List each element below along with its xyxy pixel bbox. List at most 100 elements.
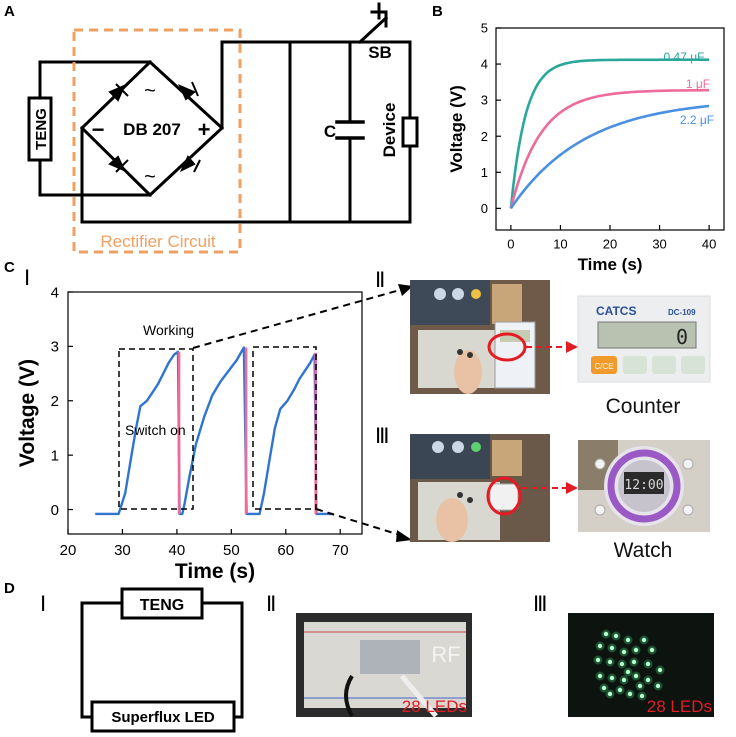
watch-caption: Watch [614,539,673,562]
calculator-model: DC-109 [668,308,696,317]
panel-label-b: B [432,3,443,20]
led-dot-25 [601,685,607,691]
series-line-2 [509,104,710,210]
bridge-plus: + [198,117,211,142]
zoom-arrow-top [192,289,401,349]
series-label-2: 2.2 μF [680,113,714,127]
led-dot-26 [637,683,643,689]
led-dot-14 [633,673,639,679]
led-dot-3 [633,647,639,653]
device-label: Device [380,103,399,158]
teng-source-box [27,96,53,162]
led-dot-1 [613,633,619,639]
y-tick-label: 2 [481,129,488,144]
panel-d-sub-iii: Ⅲ [533,593,547,616]
rectifier-label: Rectifier Circuit [100,232,216,251]
x-tick-label: 50 [223,542,240,559]
zoom-arrow-bottom [315,508,401,536]
switch-label: SB [368,43,392,62]
y-tick-label: 5 [481,21,488,36]
led-dot-15 [645,661,651,667]
d-teng-label: TENG [140,597,184,614]
panel-c-sub-ii: Ⅱ [375,269,385,292]
red-arrowhead-c-iii [566,482,578,494]
y-axis-label: Voltage (V) [447,85,466,173]
x-tick-label: 40 [702,236,716,251]
voltage-trace [95,346,333,516]
x-tick-label: 30 [114,542,131,559]
series-line-1 [509,88,710,209]
y-tick-label: 3 [481,93,488,108]
panel-label-a: A [4,3,15,20]
led-dot-18 [617,687,623,693]
led-dot-23 [641,637,647,643]
led-dot-13 [621,677,627,683]
led-dot-10 [631,659,637,665]
bridge-label: DB 207 [123,120,181,139]
highlight-circle-watch [486,476,522,516]
zoom-arrowhead-bottom [396,530,412,542]
photo-d-ii: RF 28 LEDs [296,613,472,718]
x-tick-label: 60 [277,542,294,559]
d-led-box [90,700,236,733]
panel-a-diodes [108,81,201,173]
led-dot-19 [627,691,633,697]
y-tick-label: 1 [51,447,59,464]
panel-c-sub-iii: Ⅲ [375,425,389,448]
x-tick-label: 30 [652,236,666,251]
zoom-arrowhead-top [398,284,413,296]
led-dot-8 [607,659,613,665]
plot-frame [67,291,363,535]
led-dot-9 [619,661,625,667]
panel-c-sub-i: Ⅰ [24,267,30,290]
led-caption-iii: 28 LEDs [647,697,712,716]
y-tick-label: 3 [51,339,59,356]
led-caption-ii: 28 LEDs [402,697,467,716]
watch-display: 12:00 [624,478,663,493]
led-dots [593,629,665,701]
led-dot-12 [609,675,615,681]
d-led-label: Superflux LED [111,709,215,726]
led-dot-16 [645,677,651,683]
photo-d-iii: 28 LEDs [568,613,714,717]
led-dot-27 [625,669,631,675]
x-tick-label: 40 [169,542,186,559]
x-tick-label: 10 [553,236,567,251]
x-tick-label: 20 [603,236,617,251]
led-dot-21 [607,691,613,697]
y-tick-label: 4 [51,284,59,301]
led-dot-5 [609,645,615,651]
photo-watch: 12:00 [578,440,710,532]
panel-label-c: C [4,259,15,276]
y-tick-label: 4 [481,57,488,72]
led-dot-11 [597,673,603,679]
calculator-key: C/CE [594,362,613,371]
led-dot-0 [603,631,609,637]
device-resistor-box [401,116,419,148]
bridge-minus: − [92,117,105,142]
working-label: Working [143,322,194,338]
panel-d-sub-ii: Ⅱ [266,593,276,616]
y-tick-label: 1 [481,165,488,180]
calculator-brand: CATCS [596,304,636,318]
counter-caption: Counter [606,395,681,418]
working-dashed-box-1 [118,348,194,510]
led-dot-20 [639,693,645,699]
panel-d-sub-i: Ⅰ [40,593,46,616]
switch-on-label: Switch on [125,422,186,438]
x-tick-label: 0 [507,236,514,251]
photo-counter: CATCS DC-109 0 C/CE [577,295,711,383]
y-tick-label: 0 [51,502,59,519]
x-tick-label: 20 [60,542,77,559]
board-mark: RF [431,642,460,667]
x-axis-label: Time (s) [578,255,643,274]
led-dot-7 [595,657,601,663]
led-dot-24 [657,667,663,673]
panel-label-d: D [4,580,15,597]
bridge-ac-top: ~ [144,80,156,102]
led-dot-17 [655,683,661,689]
series-label-0: 0.47 μF [664,50,705,64]
working-dashed-box-2 [252,346,317,510]
